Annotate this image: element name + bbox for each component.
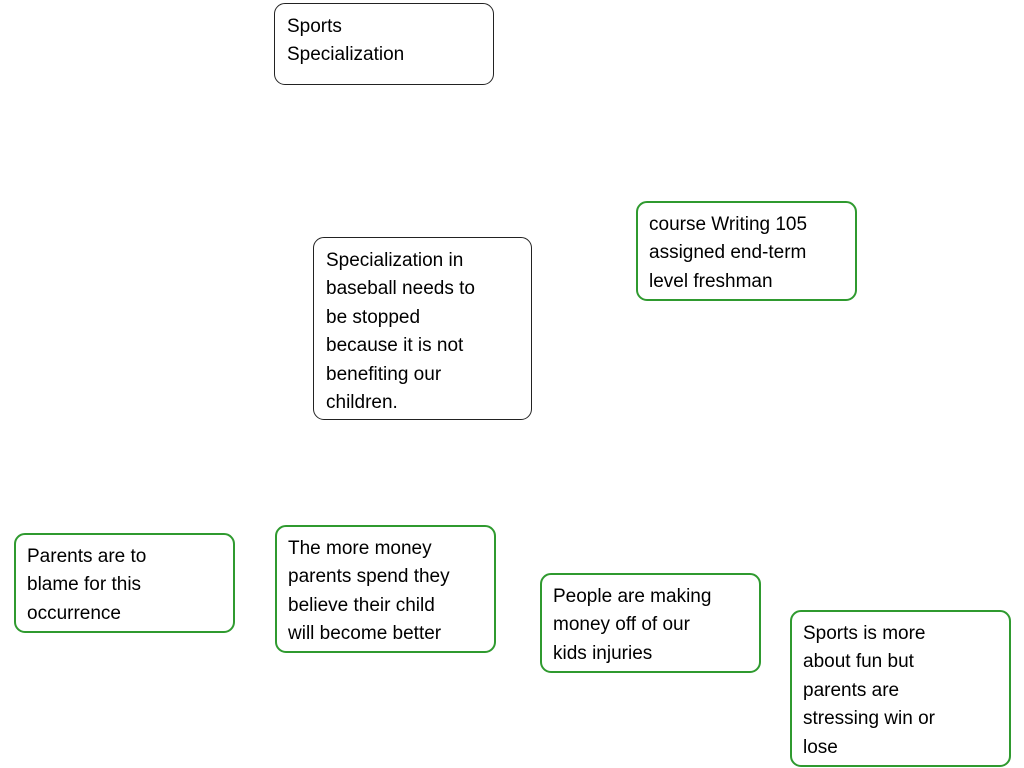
node-thesis[interactable]: Specialization in baseball needs to be s…: [313, 237, 532, 420]
node-fun-vs-winning[interactable]: Sports is more about fun but parents are…: [790, 610, 1011, 767]
node-money-spent[interactable]: The more money parents spend they believ…: [275, 525, 496, 653]
node-course-info[interactable]: course Writing 105 assigned end-term lev…: [636, 201, 857, 301]
node-parents-blame[interactable]: Parents are to blame for this occurrence: [14, 533, 235, 633]
node-topic-title[interactable]: Sports Specialization: [274, 3, 494, 85]
node-kids-injuries[interactable]: People are making money off of our kids …: [540, 573, 761, 673]
